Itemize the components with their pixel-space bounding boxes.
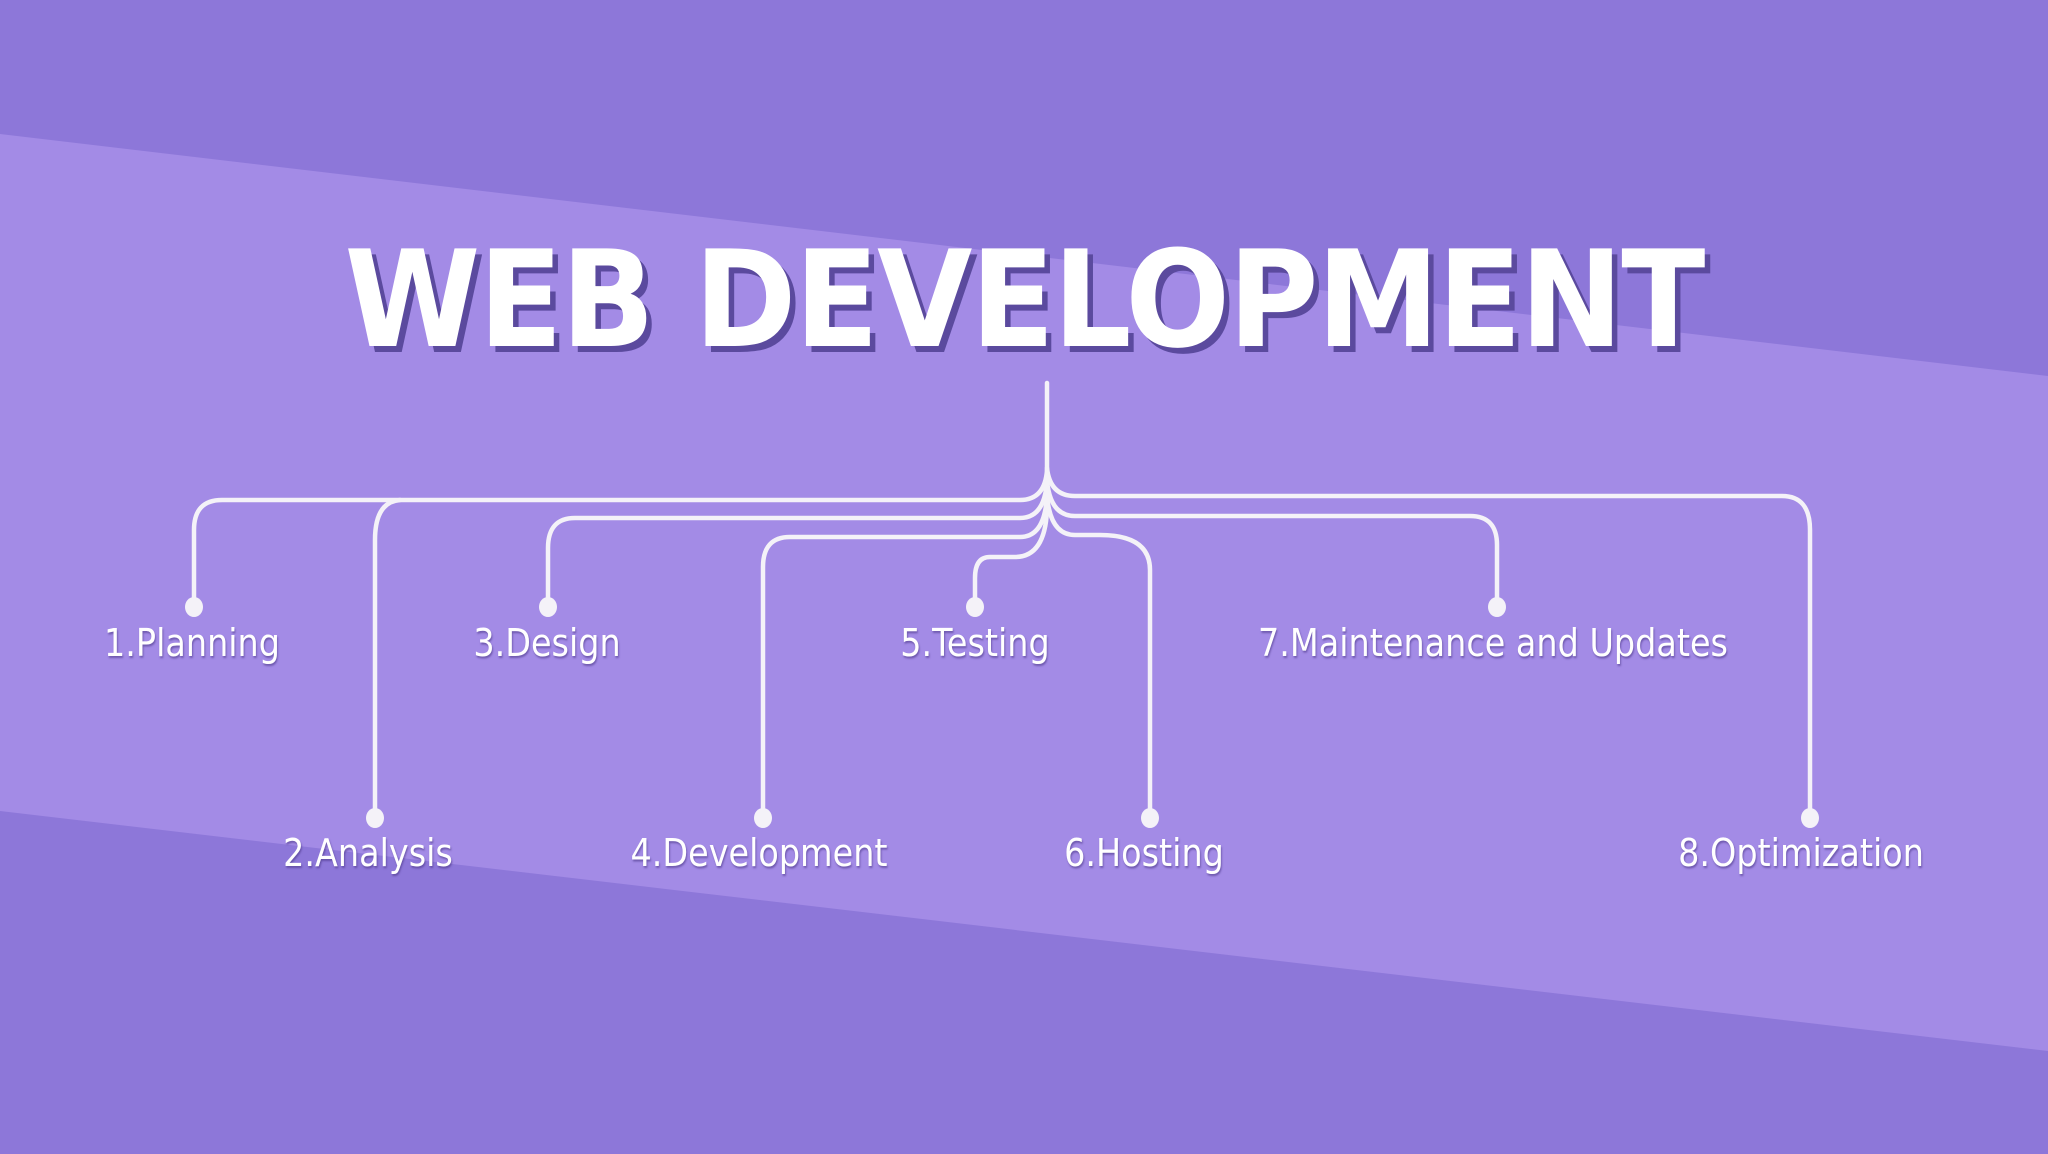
node-dot-5 xyxy=(966,597,984,617)
step-label-planning: 1.Planning xyxy=(104,621,280,665)
branch-line-2 xyxy=(372,497,403,821)
branch-line-7 xyxy=(1044,477,1500,609)
node-dot-4 xyxy=(754,808,772,828)
branch-line-3 xyxy=(545,477,1050,609)
node-dot-7 xyxy=(1488,597,1506,617)
diagram-title: WEB DEVELOPMENT xyxy=(344,222,1705,378)
branch-line-6 xyxy=(1044,492,1153,821)
node-dot-6 xyxy=(1141,808,1159,828)
branch-line-5 xyxy=(972,507,1050,609)
step-label-design: 3.Design xyxy=(473,621,621,665)
step-label-analysis: 2.Analysis xyxy=(283,831,453,875)
step-label-development: 4.Development xyxy=(630,831,888,875)
branch-line-4 xyxy=(760,492,1050,821)
branch-line-1 xyxy=(191,467,1050,609)
step-label-maintenance-and-updates: 7.Maintenance and Updates xyxy=(1258,621,1728,665)
step-label-hosting: 6.Hosting xyxy=(1064,831,1224,875)
step-label-optimization: 8.Optimization xyxy=(1678,831,1924,875)
node-dot-8 xyxy=(1801,808,1819,828)
node-dot-2 xyxy=(366,808,384,828)
diagonal-light-band xyxy=(0,134,2048,1051)
node-dot-1 xyxy=(185,597,203,617)
node-dot-3 xyxy=(539,597,557,617)
step-label-testing: 5.Testing xyxy=(900,621,1050,665)
branch-line-8 xyxy=(1044,465,1813,821)
